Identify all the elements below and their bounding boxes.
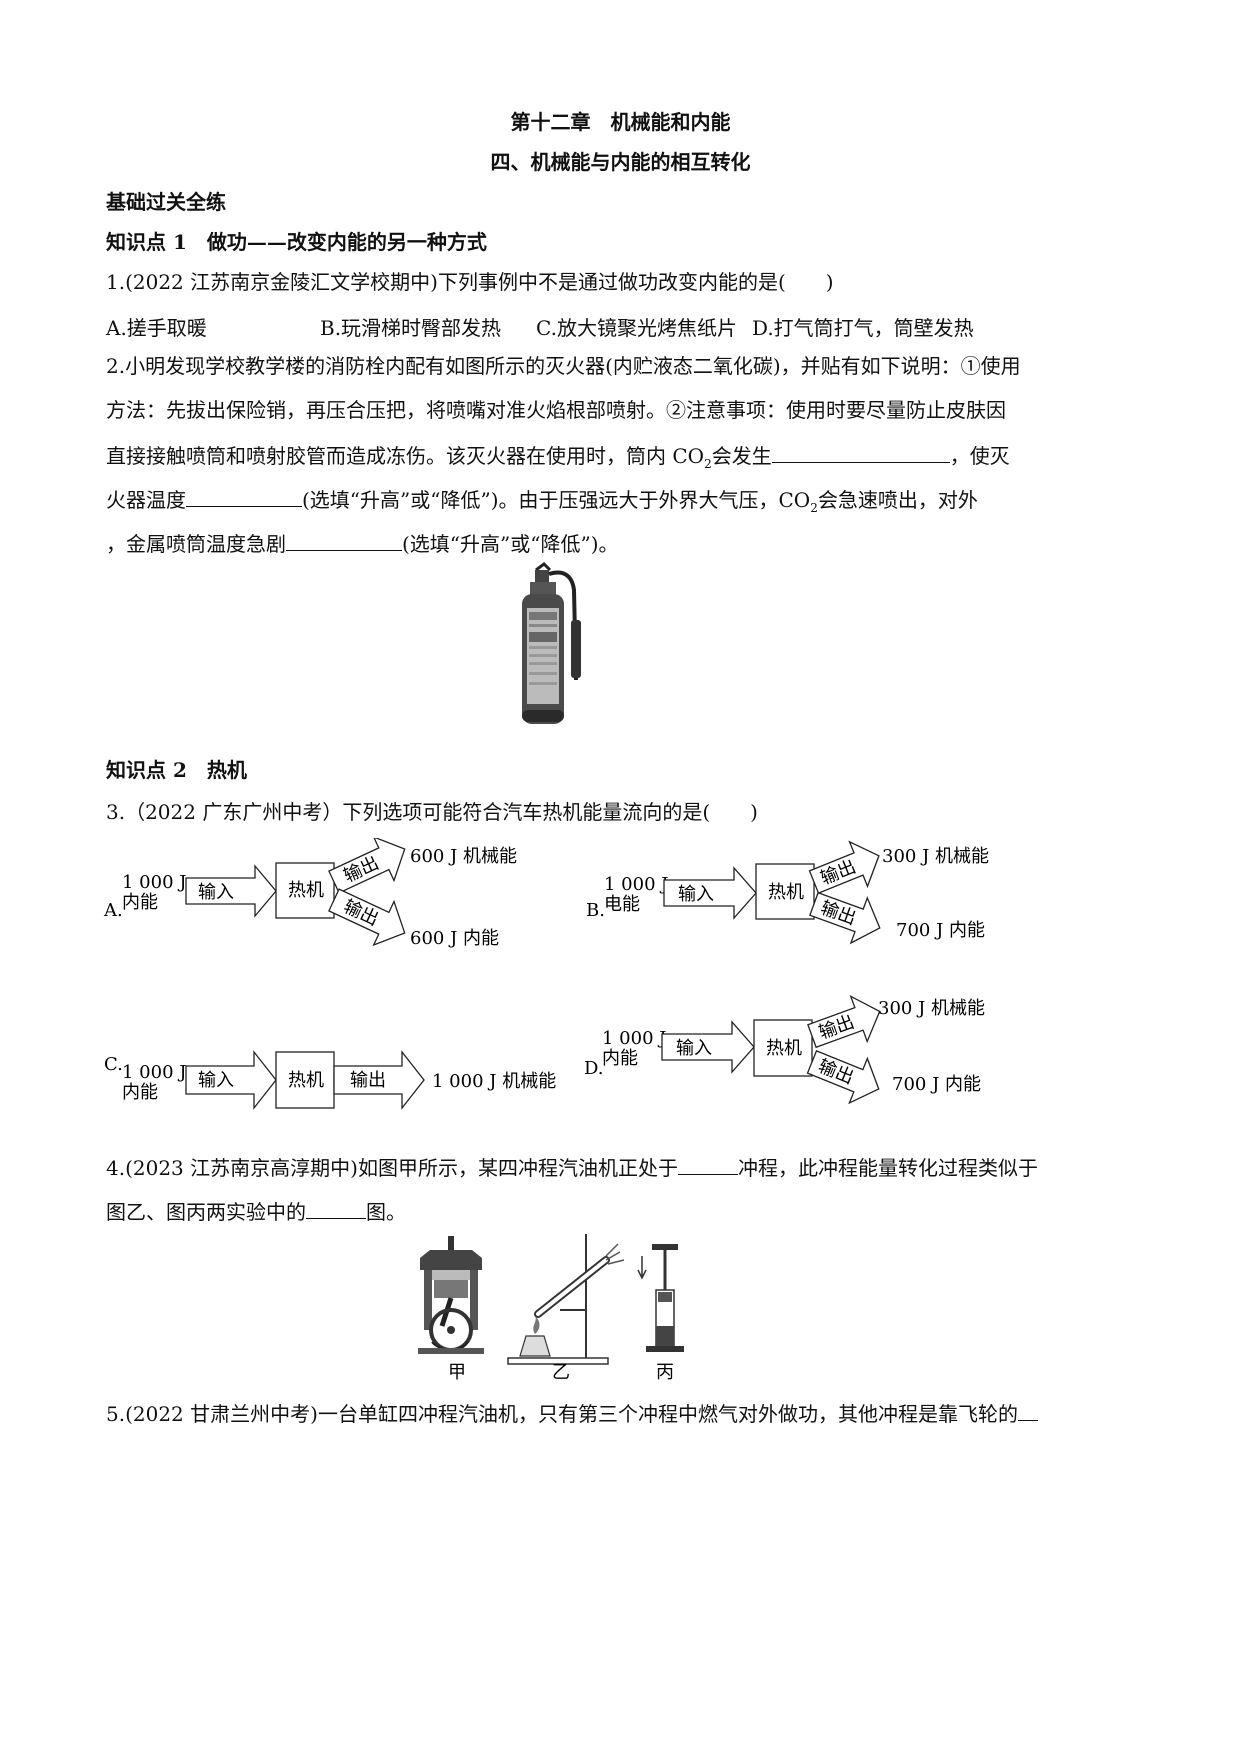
question-2-line-4: 火器温度(选填“升高”或“降低”)。由于压强远大于外界大气压，CO2会急速喷出，…: [106, 484, 978, 522]
answer-blank-5[interactable]: [306, 1196, 366, 1219]
question-4-line-1: 4.(2023 江苏南京高淳期中)如图甲所示，某四冲程汽油机正处于冲程，此冲程能…: [106, 1152, 1038, 1182]
q1-option-b: B.玩滑梯时臀部发热: [320, 316, 502, 340]
knowledge-point-2: 知识点 2 热机: [106, 758, 247, 782]
d-input-arrow-label: 输入: [676, 1038, 712, 1059]
c-engine-label: 热机: [288, 1070, 324, 1091]
question-2-line-5: ，金属喷筒温度急剧(选填“升高”或“降低”)。: [106, 528, 619, 558]
d-output-1: 300 J 机械能: [878, 998, 985, 1019]
b-input-type: 电能: [604, 894, 640, 915]
a-engine-label: 热机: [288, 880, 324, 901]
figure-label-jia: 甲: [448, 1362, 466, 1380]
practice-title: 基础过关全练: [106, 190, 226, 214]
q1-option-d: D.打气筒打气，筒壁发热: [752, 316, 974, 340]
a-input-amount: 1 000 J: [122, 872, 186, 893]
test-tube-heating-apparatus: [507, 1234, 625, 1365]
b-input-amount: 1 000 J: [604, 874, 668, 895]
d-option-letter: D.: [584, 1058, 604, 1079]
a-output-1: 600 J 机械能: [410, 846, 517, 867]
q3-diagram-d: 1 000 J 内能 D. 输入 热机 输出 输出 300 J 机械能 700 …: [584, 994, 985, 1105]
c-input-amount: 1 000 J: [122, 1062, 186, 1083]
a-output-2: 600 J 内能: [410, 928, 499, 949]
question-4-line-2: 图乙、图丙两实验中的图。: [106, 1196, 406, 1226]
c-option-letter: C.: [104, 1054, 123, 1075]
question-2-line-1: 2.小明发现学校教学楼的消防栓内配有如图所示的灭火器(内贮液态二氧化碳)，并贴有…: [106, 354, 1021, 378]
q3-diagram-a: 1 000 J 内能 A. 输入 热机 输出 输出 600 J 机械能 600 …: [103, 838, 517, 949]
a-input-type: 内能: [122, 892, 158, 913]
q1-option-a: A.搓手取暖: [106, 316, 207, 340]
q4-figures: 甲 乙 丙: [418, 1234, 684, 1380]
q3-diagram-b: 1 000 J 电能 B. 输入 热机 输出 输出 300 J 机械能 700 …: [586, 840, 989, 945]
q3-diagram-c: C. 1 000 J 内能 输入 热机 输出 1 000 J 机械能: [104, 1050, 556, 1110]
c-input-type: 内能: [122, 1082, 158, 1103]
q1-option-c: C.放大镜聚光烤焦纸片: [536, 316, 737, 340]
d-engine-label: 热机: [766, 1038, 802, 1059]
answer-blank-6[interactable]: [1017, 1398, 1038, 1421]
d-input-amount: 1 000 J: [602, 1028, 666, 1049]
a-option-letter: A.: [103, 900, 123, 921]
b-option-letter: B.: [586, 900, 605, 921]
engine-cross-section: [418, 1236, 484, 1354]
figure-label-yi: 乙: [552, 1362, 570, 1380]
d-output-2: 700 J 内能: [892, 1074, 981, 1095]
knowledge-point-1: 知识点 1 做功——改变内能的另一种方式: [106, 230, 487, 254]
c-output-arrow-label: 输出: [350, 1070, 386, 1091]
answer-blank-4[interactable]: [677, 1152, 738, 1175]
answer-blank-1[interactable]: [771, 440, 950, 463]
question-2-line-3: 直接接触喷筒和喷射胶管而造成冻伤。该灭火器在使用时，筒内 CO2会发生，使灭: [106, 440, 1010, 478]
question-2-line-2: 方法：先拔出保险销，再压合压把，将喷嘴对准火焰根部喷射。②注意事项：使用时要尽量…: [106, 398, 1006, 422]
section-title: 四、机械能与内能的相互转化: [490, 150, 751, 174]
b-input-arrow-label: 输入: [678, 884, 714, 905]
figure-label-bing: 丙: [656, 1362, 674, 1380]
fire-extinguisher-figure: [522, 562, 581, 724]
c-input-arrow-label: 输入: [198, 1070, 234, 1091]
b-output-1: 300 J 机械能: [882, 846, 989, 867]
c-output-1: 1 000 J 机械能: [432, 1071, 556, 1092]
answer-blank-3[interactable]: [286, 528, 402, 551]
chapter-title: 第十二章 机械能和内能: [510, 110, 731, 134]
d-input-type: 内能: [602, 1048, 638, 1069]
b-output-2: 700 J 内能: [896, 920, 985, 941]
question-5-line-1: 5.(2022 甘肃兰州中考)一台单缸四冲程汽油机，只有第三个冲程中燃气对外做功…: [106, 1398, 1038, 1428]
question-3-stem: 3.（2022 广东广州中考）下列选项可能符合汽车热机能量流向的是( ): [106, 800, 758, 824]
a-input-arrow-label: 输入: [198, 882, 234, 903]
fire-syringe-apparatus: [637, 1244, 684, 1352]
question-1-stem: 1.(2022 江苏南京金陵汇文学校期中)下列事例中不是通过做功改变内能的是( …: [106, 270, 834, 294]
answer-blank-2[interactable]: [186, 484, 302, 507]
b-engine-label: 热机: [768, 882, 804, 903]
